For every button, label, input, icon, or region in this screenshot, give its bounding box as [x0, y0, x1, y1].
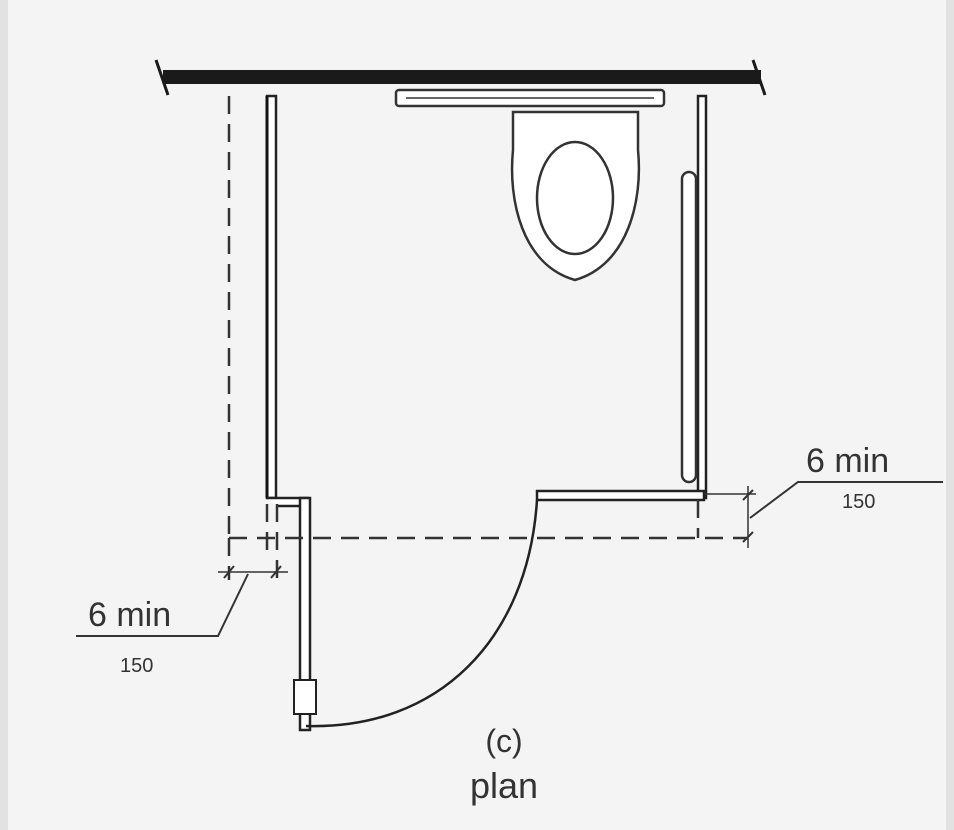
dimension-right-imperial: 6 min — [806, 442, 889, 480]
caption-view: plan — [470, 765, 538, 806]
dimension-left-imperial: 6 min — [88, 596, 171, 634]
front-partition — [267, 489, 706, 508]
side-wall — [680, 94, 708, 500]
rear-wall — [154, 59, 767, 96]
caption-letter: (c) — [485, 723, 522, 759]
rear-grab-bar — [394, 88, 666, 108]
dimension-right-metric: 150 — [842, 491, 875, 513]
toilet-compartment-plan: 6 min 150 6 min 150 (c) plan — [76, 59, 943, 806]
dimension-right — [704, 481, 943, 548]
water-closet — [510, 110, 641, 282]
dimension-left — [76, 565, 288, 637]
compartment-door — [293, 496, 539, 732]
dimension-left-metric: 150 — [120, 655, 153, 677]
left-partition — [265, 94, 278, 500]
toe-clearance-lines — [227, 96, 748, 580]
